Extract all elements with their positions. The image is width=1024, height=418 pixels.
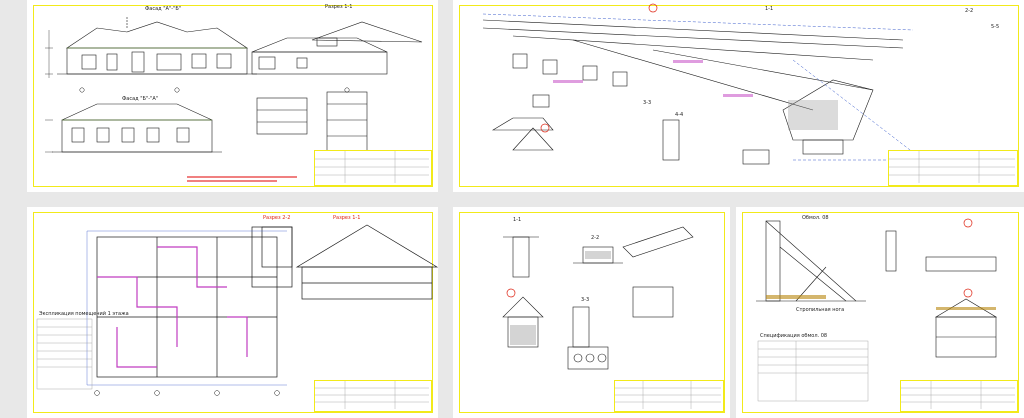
- rafter-label: Стропильная нога: [796, 307, 845, 313]
- section-55: 5-5: [991, 24, 1000, 30]
- floor-drawing: [36, 224, 438, 396]
- truss-spec-title: Спецификация обмол. 08: [760, 333, 828, 339]
- nodes-drawing: [502, 226, 694, 370]
- node-11: 1-1: [513, 217, 522, 223]
- node-22: 2-2: [591, 235, 600, 241]
- title-block: [314, 150, 432, 186]
- sheet-truss: Обмол. 08 Стропильная нога Спецификация …: [736, 207, 1024, 418]
- section-33: 3-3: [643, 100, 652, 106]
- truss-drawing: [756, 218, 998, 402]
- facades-drawing: [45, 16, 423, 182]
- section-11: 1-1: [765, 6, 774, 12]
- title-block: [614, 380, 724, 412]
- facade-title-ba: Фасад "Б"-"А": [122, 96, 159, 102]
- section-title-11: Разрез 1-1: [325, 4, 353, 10]
- title-block: [900, 380, 1018, 412]
- title-block: [888, 150, 1018, 186]
- rooms-schedule-title: Экспликация помещений 1 этажа: [39, 311, 129, 317]
- facade-title-ab: Фасад "А"-"Б": [145, 6, 182, 12]
- section-44: 4-4: [675, 112, 684, 118]
- sheet-facades: Фасад "А"-"Б" Разрез 1-1 Фасад "Б"-"А": [27, 0, 438, 192]
- sheet-floor-plan: Разрез 2-2 Разрез 1-1 Экспликация помеще…: [27, 207, 438, 418]
- sheet-frame: [33, 212, 433, 413]
- section-22-title: Разрез 2-2: [263, 215, 291, 221]
- sheet-roof-plan: 1-1 2-2 3-3 4-4 5-5: [453, 0, 1024, 192]
- section-22: 2-2: [965, 8, 974, 14]
- sheet-nodes: 1-1 2-2 3-3: [453, 207, 730, 418]
- node-33: 3-3: [581, 297, 590, 303]
- sheet-frame: [33, 5, 433, 187]
- truss-title: Обмол. 08: [802, 215, 829, 221]
- roof-drawing: [482, 3, 924, 165]
- title-block: [314, 380, 432, 412]
- sheet-frame: [459, 5, 1019, 187]
- section-11-title: Разрез 1-1: [333, 215, 361, 221]
- sheet-frame: [459, 212, 725, 413]
- sheet-frame: [742, 212, 1019, 413]
